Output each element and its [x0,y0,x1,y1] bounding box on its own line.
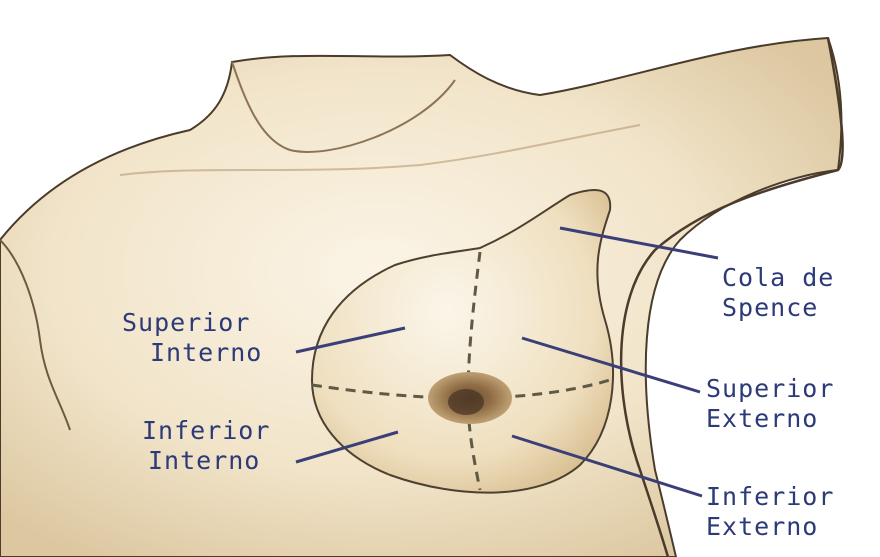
label-line: Cola de [722,263,834,293]
label-line: Externo [706,512,834,542]
label-line: Interno [142,446,270,476]
label-cola-de-spence: Cola de Spence [722,263,834,323]
label-superior-interno: Superior Interno [122,308,262,368]
label-line: Inferior [142,416,270,446]
label-inferior-interno: Inferior Interno [142,416,270,476]
label-line: Externo [706,404,834,434]
label-line: Spence [722,293,834,323]
nipple [448,389,484,415]
label-line: Superior [122,308,262,338]
label-line: Interno [122,338,262,368]
label-inferior-externo: Inferior Externo [706,482,834,542]
label-line: Inferior [706,482,834,512]
label-superior-externo: Superior Externo [706,374,834,434]
label-line: Superior [706,374,834,404]
